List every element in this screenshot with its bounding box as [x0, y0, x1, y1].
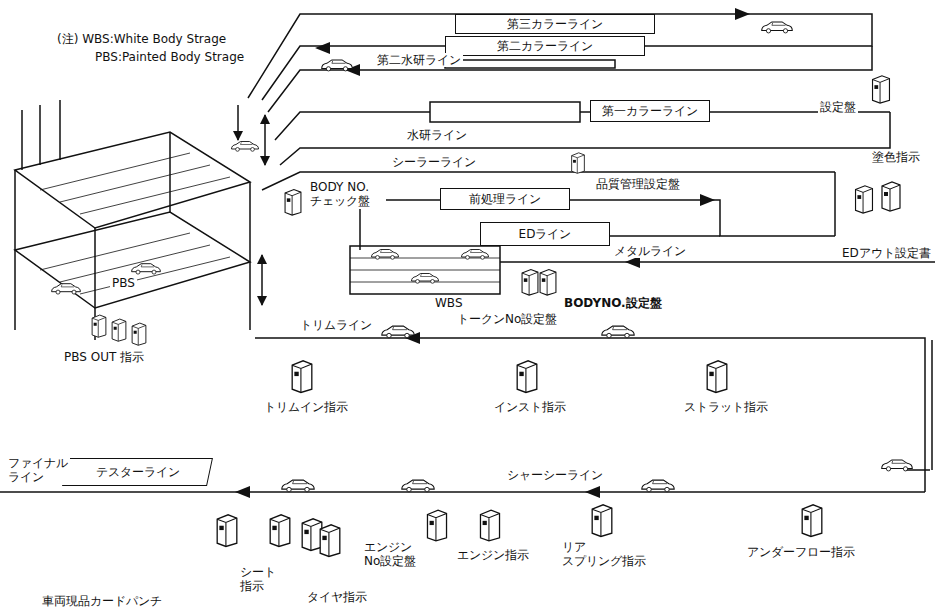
station-label: メタルライン	[612, 244, 688, 258]
station-label: トリムライン	[298, 318, 374, 332]
booth-name: テスターライン	[92, 464, 184, 481]
station-label: PBS OUT 指示	[62, 350, 146, 364]
station-label: シャーシーライン	[505, 468, 605, 482]
station-label: エンジン指示	[455, 548, 531, 562]
booth-name: 第二カラーライン	[493, 38, 597, 55]
line-booth-box: テスターライン	[62, 458, 213, 486]
station-label: 第二水研ライン	[375, 53, 463, 67]
line-booth-box: 第一カラーライン	[590, 100, 710, 122]
station-label: インスト指示	[492, 400, 568, 414]
station-label: (注) WBS:White Body Strage	[55, 32, 228, 46]
station-label: WBS	[433, 296, 465, 310]
line-booth-box: 第三カラーライン	[455, 14, 655, 34]
line-booth-box: EDライン	[480, 222, 610, 246]
station-label: ストラット指示	[682, 400, 770, 414]
station-label: EDアウト設定書	[840, 246, 933, 260]
line-booth-box: 第二カラーライン	[445, 36, 645, 56]
station-label: BODYNO.設定盤	[562, 296, 664, 310]
station-label: 設定盤	[818, 100, 858, 114]
station-label: シート 指示	[238, 565, 278, 594]
station-label: トリムイン指示	[262, 400, 350, 414]
booth-name: 第一カラーライン	[598, 103, 702, 120]
station-label: PBS:Painted Body Strage	[93, 50, 246, 64]
station-label: 塗色指示	[870, 150, 922, 164]
station-label: トークンNo設定盤	[455, 312, 559, 326]
booth-name: 第三カラーライン	[503, 16, 607, 33]
station-label: 品質管理設定盤	[594, 177, 682, 191]
station-label: 車両現品カードパンチ	[40, 594, 164, 608]
station-label: BODY NO. チェック盤	[308, 180, 386, 209]
station-label: エンジン No設定盤	[362, 540, 418, 569]
booth-name: EDライン	[515, 226, 576, 243]
station-label: ファイナル ライン	[6, 456, 70, 485]
station-label: 水研ライン	[405, 128, 469, 142]
station-label: アンダーフロー指示	[745, 545, 857, 559]
station-label: シーラーライン	[390, 155, 478, 169]
station-label: PBS	[110, 276, 137, 290]
station-label: リア スプリング指示	[560, 540, 648, 569]
station-label: タイヤ指示	[305, 590, 369, 604]
booth-name: 前処理ライン	[465, 191, 545, 208]
line-booth-box: 前処理ライン	[440, 188, 570, 210]
